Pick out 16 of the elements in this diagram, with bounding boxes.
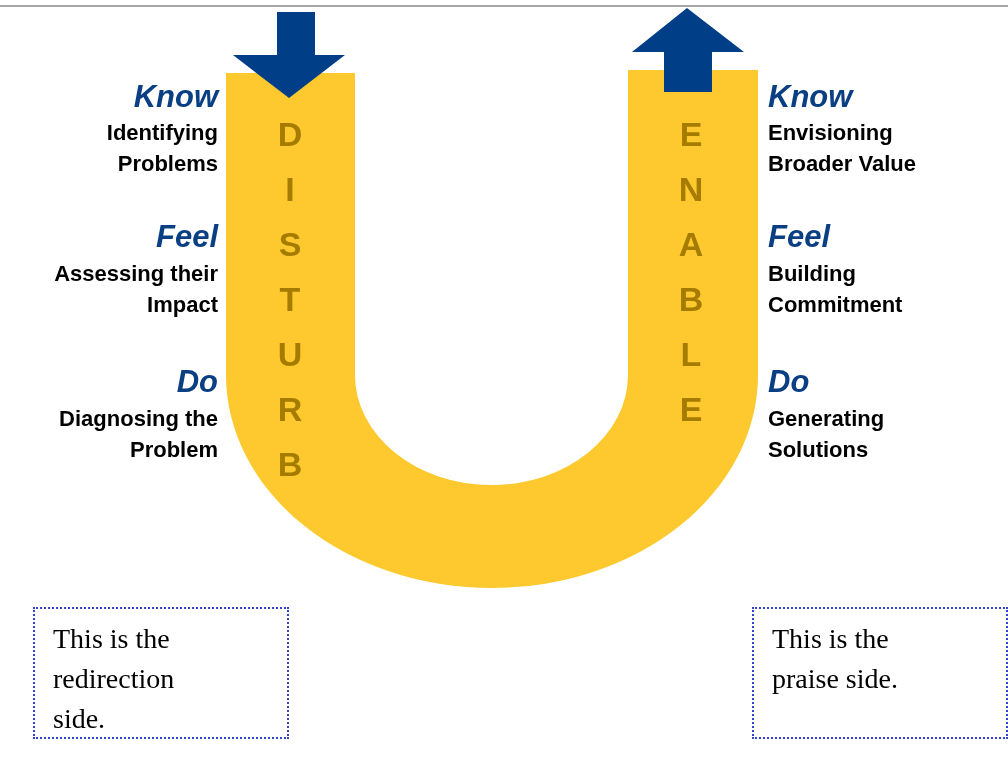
stage-heading: Do bbox=[175, 365, 218, 399]
stage-heading: Know bbox=[768, 80, 855, 114]
note-box: This is the redirection side. bbox=[33, 607, 289, 739]
note-box: This is the praise side. bbox=[752, 607, 1008, 739]
stage-heading: Feel bbox=[768, 220, 832, 254]
stage-heading: Feel bbox=[154, 220, 218, 254]
stage-heading: Know bbox=[132, 80, 218, 114]
stage-description: Generating Solutions bbox=[768, 405, 886, 464]
stage-description: Building Commitment bbox=[768, 260, 904, 319]
phase-label: DISTURB bbox=[270, 115, 310, 500]
phase-label: ENABLE bbox=[671, 115, 711, 445]
stage-description: Identifying Problems bbox=[105, 119, 218, 178]
stage-description: Assessing their Impact bbox=[53, 260, 218, 319]
stage-description: Diagnosing the Problem bbox=[58, 405, 218, 464]
stage-heading: Do bbox=[768, 365, 811, 399]
stage-description: Envisioning Broader Value bbox=[768, 119, 917, 178]
